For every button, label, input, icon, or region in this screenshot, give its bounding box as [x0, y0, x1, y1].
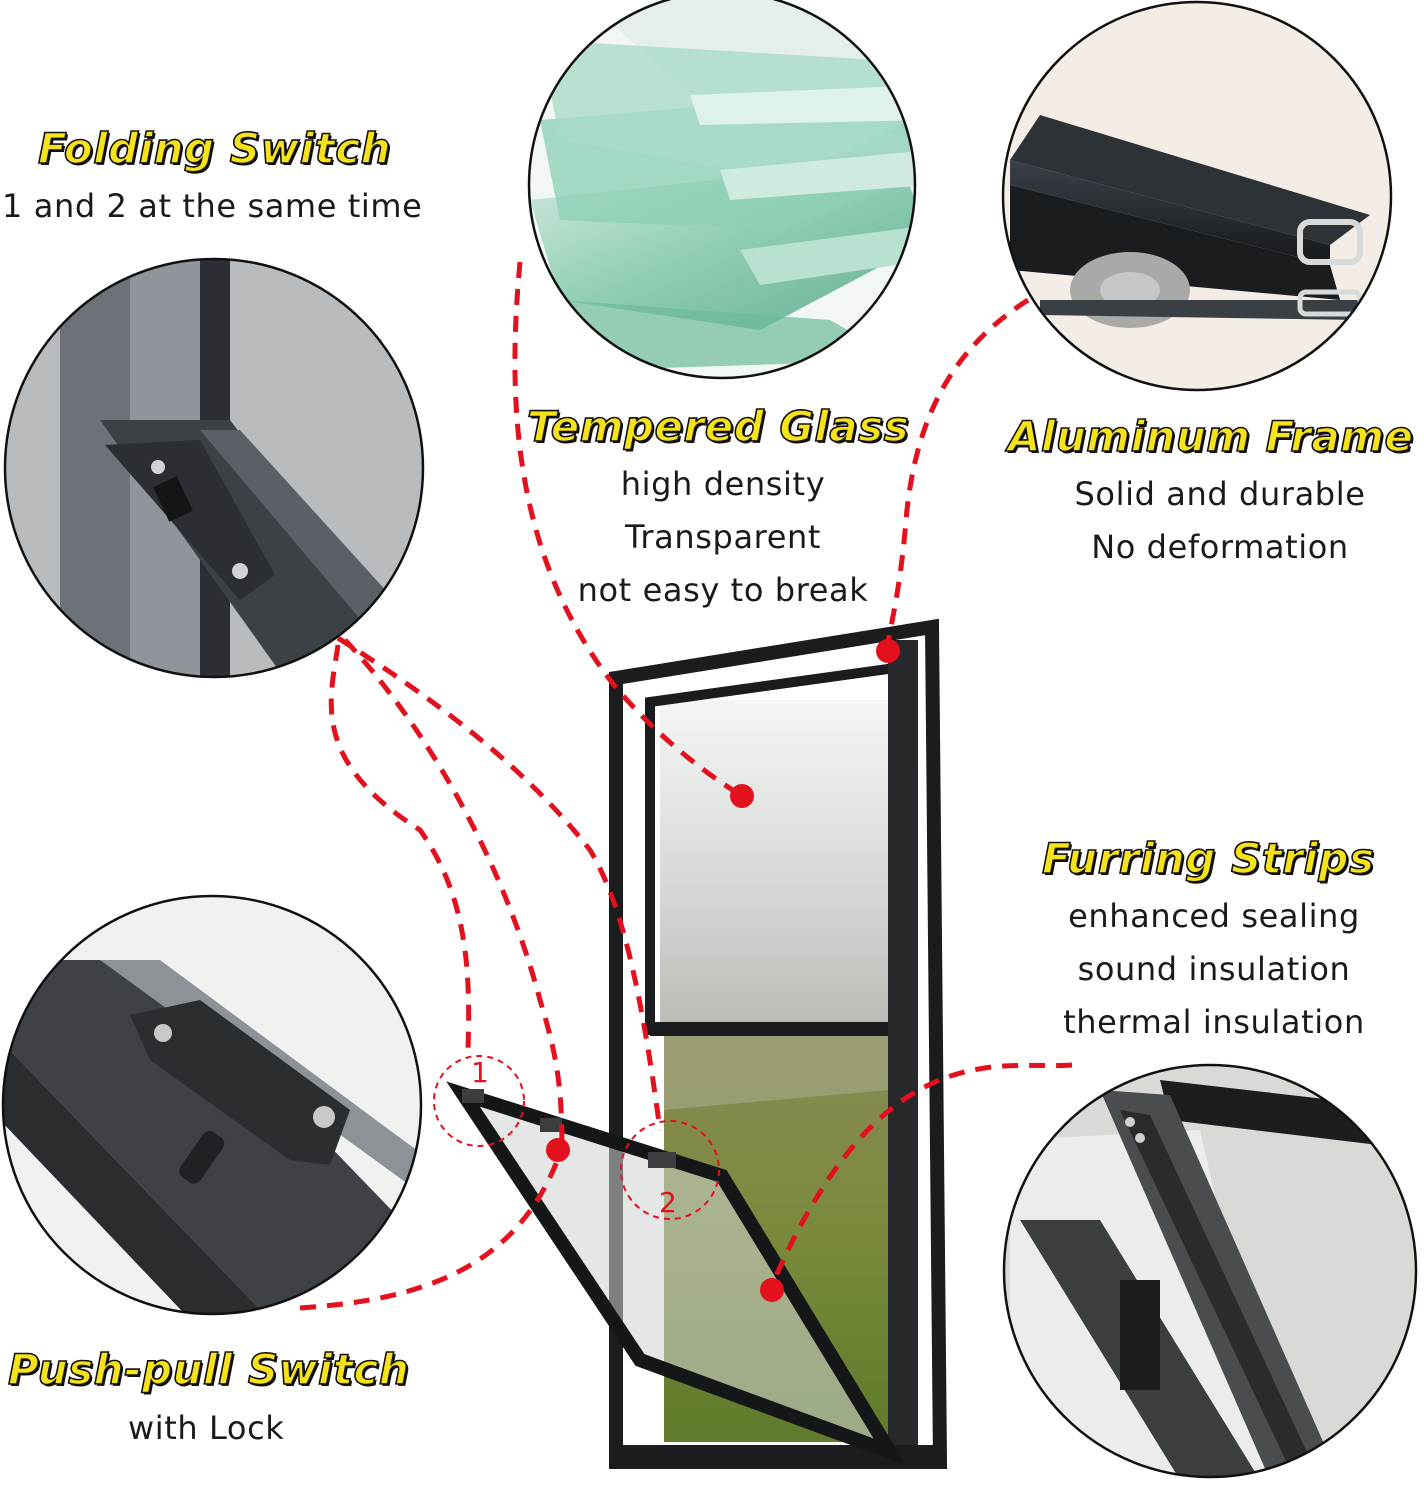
furring-strips-line-1: enhanced sealing — [1068, 897, 1360, 935]
folding-switch-photo — [3, 257, 425, 679]
tempered-glass-line-3: not easy to break — [577, 571, 869, 609]
furring-strips-desc: enhanced sealing sound insulation therma… — [1024, 890, 1404, 1049]
aluminum-frame-line-2: No deformation — [1091, 528, 1349, 566]
callout-1-label: 1 — [471, 1056, 489, 1089]
callout-2-label: 2 — [659, 1186, 677, 1219]
aluminum-frame-line-1: Solid and durable — [1074, 475, 1366, 513]
aluminum-frame-desc: Solid and durable No deformation — [1030, 468, 1410, 574]
push-pull-switch-desc: with Lock — [128, 1409, 285, 1447]
leader-lines — [299, 261, 1073, 1311]
furring-strips-line-2: sound insulation — [1077, 950, 1351, 988]
furring-strips-title: Furring Strips — [1041, 833, 1375, 884]
aluminum-frame-title: Aluminum Frame — [1007, 411, 1414, 462]
tempered-glass-title: Tempered Glass — [526, 401, 910, 452]
push-pull-switch-title: Push-pull Switch — [7, 1344, 410, 1395]
folding-switch-title: Folding Switch — [37, 123, 392, 174]
aluminum-frame-photo — [1001, 0, 1393, 392]
tempered-glass-photo — [527, 0, 917, 380]
tempered-glass-desc: high density Transparent not easy to bre… — [543, 458, 903, 617]
folding-switch-desc: 1 and 2 at the same time — [2, 187, 423, 225]
furring-strips-line-3: thermal insulation — [1063, 1003, 1365, 1041]
tempered-glass-line-2: Transparent — [624, 518, 822, 556]
tempered-glass-line-1: high density — [620, 465, 826, 503]
window-product — [446, 618, 948, 1469]
furring-strips-photo — [1002, 1063, 1418, 1479]
push-pull-switch-photo — [1, 894, 423, 1316]
numbered-callouts — [433, 1055, 720, 1220]
marker-dots — [546, 639, 900, 1302]
